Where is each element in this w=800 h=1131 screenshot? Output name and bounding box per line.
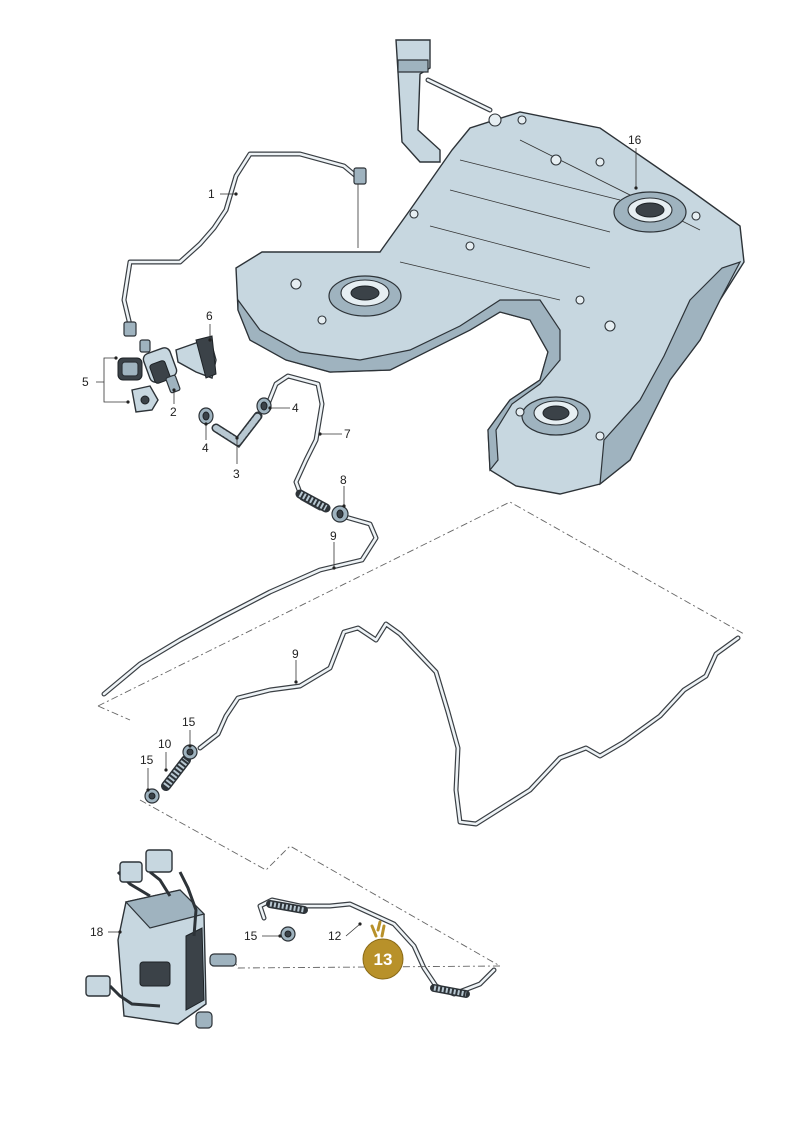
fuel-tank (235, 39, 745, 495)
label-part-10: 10 (158, 737, 172, 751)
fuel-line-7 (265, 373, 325, 511)
label-part-8: 8 (340, 473, 347, 487)
fuel-line-9-lower (197, 621, 741, 827)
label-part-4-left: 4 (202, 441, 209, 455)
part-labels: 1 2 3 4 4 5 6 7 8 9 9 10 12 15 15 15 16 … (82, 133, 642, 943)
hose-3 (211, 411, 263, 449)
label-part-15-c: 15 (244, 929, 258, 943)
clamp-15-upper (182, 744, 198, 760)
label-part-9-lower: 9 (292, 647, 299, 661)
hose-12-ends (266, 900, 470, 998)
holder-6 (175, 335, 217, 379)
bracket-5-lower (131, 385, 159, 413)
label-part-16: 16 (628, 133, 642, 147)
label-part-18: 18 (90, 925, 104, 939)
label-part-6: 6 (206, 309, 213, 323)
label-part-7: 7 (344, 427, 351, 441)
unit-18 (85, 849, 237, 1029)
clamp-15-lower (144, 788, 160, 804)
clamp-4-left (198, 407, 214, 425)
label-part-4-right: 4 (292, 401, 299, 415)
leaf-icon (370, 920, 386, 938)
clamp-8 (331, 505, 349, 523)
badge-circle (362, 938, 404, 980)
hose-10 (161, 755, 191, 791)
label-part-9-upper: 9 (330, 529, 337, 543)
leader-lines (96, 148, 638, 938)
bracket-5-upper (117, 357, 143, 381)
label-part-12: 12 (328, 929, 342, 943)
part-13-badge[interactable]: 13 (362, 920, 404, 980)
label-part-1: 1 (208, 187, 215, 201)
underbody-outline (97, 501, 745, 969)
label-part-5: 5 (82, 375, 89, 389)
hose-8-section (295, 489, 331, 513)
valve-2 (139, 339, 181, 394)
label-part-2: 2 (170, 405, 177, 419)
label-part-15-a: 15 (182, 715, 196, 729)
clamp-15-bottom (280, 926, 296, 942)
label-part-3: 3 (233, 467, 240, 481)
label-part-15-b: 15 (140, 753, 154, 767)
badge-number: 13 (374, 950, 393, 969)
clamp-4-right (256, 397, 272, 415)
fuel-line-9-upper (101, 513, 379, 697)
fuel-line-1 (121, 151, 367, 337)
